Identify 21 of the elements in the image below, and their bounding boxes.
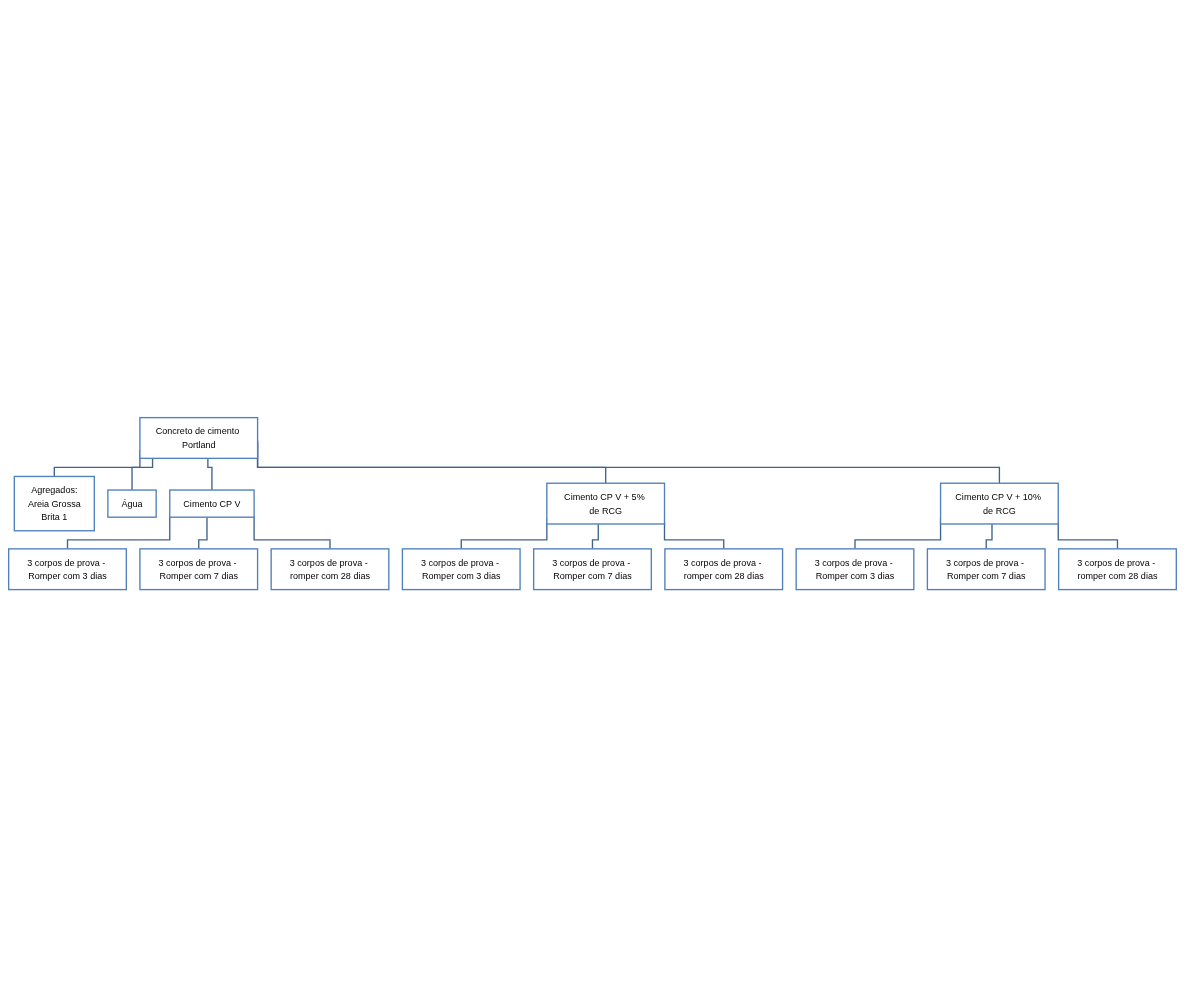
connector [131, 458, 154, 492]
node-box: 3 corpos de prova - Romper com 3 dias [8, 548, 128, 591]
node-box: 3 corpos de prova - Romper com 7 dias [533, 548, 652, 591]
node-box: Cimento CP V [169, 489, 255, 519]
connector [985, 523, 993, 550]
node-box: Água [107, 489, 157, 519]
connector [198, 516, 208, 550]
node-box: 3 corpos de prova - romper com 28 dias [664, 548, 784, 591]
node-box: 3 corpos de prova - Romper com 7 dias [139, 548, 259, 591]
connector [253, 516, 331, 550]
node-box: Concreto de cimento Portland [139, 417, 259, 460]
node-box: 3 corpos de prova - Romper com 3 dias [401, 548, 521, 591]
node-box: Cimento CP V + 10% de RCG [939, 482, 1059, 526]
node-box: 3 corpos de prova - Romper com 3 dias [795, 548, 915, 591]
node-box: 3 corpos de prova - romper com 28 dias [1057, 548, 1177, 591]
node-box: 3 corpos de prova - romper com 28 dias [270, 548, 390, 591]
node-box: Cimento CP V + 5% de RCG [546, 482, 666, 526]
node-box: Agregados: Areia Grossa Brita 1 [13, 476, 95, 532]
node-box: 3 corpos de prova - Romper com 7 dias [926, 548, 1046, 591]
connector [591, 523, 599, 550]
connector [207, 458, 213, 492]
